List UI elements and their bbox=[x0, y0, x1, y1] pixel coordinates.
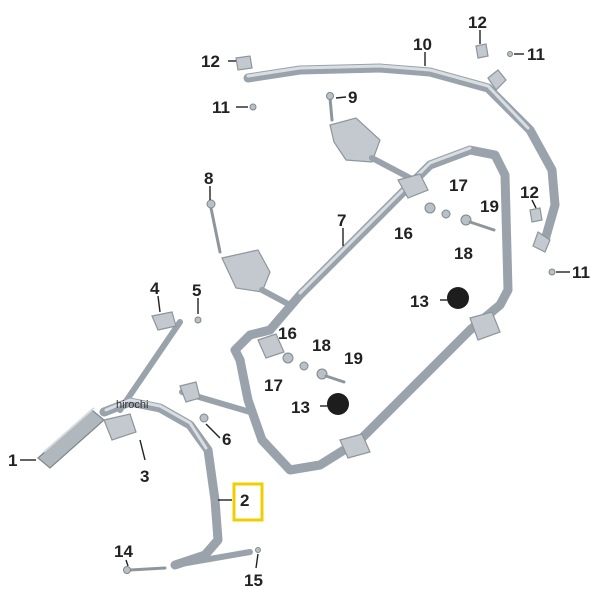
callout-11-top: 11 bbox=[527, 45, 545, 64]
callout-4: 4 bbox=[150, 279, 160, 298]
callout-17-upper: 17 bbox=[449, 176, 468, 195]
callout-18-upper: 18 bbox=[454, 244, 473, 263]
callout-labels: 1 2 3 4 5 6 7 8 9 10 12 11 12 11 12 11 1… bbox=[8, 13, 590, 590]
callout-9: 9 bbox=[348, 88, 357, 107]
leader-lines bbox=[20, 30, 570, 569]
callout-12-left: 12 bbox=[201, 52, 220, 71]
highlight-box-part-2 bbox=[232, 482, 264, 522]
callout-19-lower: 19 bbox=[344, 349, 363, 368]
callout-14: 14 bbox=[114, 542, 133, 561]
callout-7: 7 bbox=[337, 211, 346, 230]
callout-13-lower: 13 bbox=[291, 398, 310, 417]
callout-11-left: 11 bbox=[212, 98, 230, 117]
callout-18-lower: 18 bbox=[312, 336, 331, 355]
callout-1: 1 bbox=[8, 451, 17, 470]
callout-11-right: 11 bbox=[572, 263, 590, 282]
upper-mount-bracket bbox=[326, 92, 413, 181]
callout-15: 15 bbox=[244, 571, 263, 590]
callout-16-lower: 16 bbox=[278, 324, 297, 343]
callout-12-right: 12 bbox=[520, 183, 539, 202]
callout-6: 6 bbox=[222, 430, 231, 449]
callout-19-upper: 19 bbox=[480, 197, 499, 216]
callout-13-upper: 13 bbox=[410, 292, 429, 311]
callout-3: 3 bbox=[140, 467, 149, 486]
callout-10: 10 bbox=[413, 35, 432, 54]
callout-16-upper: 16 bbox=[394, 224, 413, 243]
callout-2: 2 bbox=[240, 491, 249, 510]
footrest-arm bbox=[117, 311, 202, 413]
callout-8: 8 bbox=[204, 169, 213, 188]
watermark-text: hirochi bbox=[116, 399, 148, 411]
lower-mount-bracket bbox=[179, 381, 253, 423]
small-hardware bbox=[235, 43, 556, 276]
part-2-lower-bar bbox=[99, 397, 261, 574]
part-7-main-frame bbox=[230, 145, 513, 475]
part-13-grommet-upper bbox=[447, 287, 469, 309]
callout-12-top: 12 bbox=[468, 13, 487, 32]
callout-5: 5 bbox=[192, 281, 201, 300]
hardware-stack-upper bbox=[424, 202, 496, 232]
hardware-stack-lower bbox=[282, 352, 346, 384]
part-13-grommet-lower bbox=[327, 393, 349, 415]
part-1-footpeg bbox=[37, 407, 105, 469]
callout-17-lower: 17 bbox=[264, 376, 283, 395]
center-mount-bracket bbox=[206, 199, 293, 308]
part-10-upper-rail bbox=[243, 63, 560, 253]
